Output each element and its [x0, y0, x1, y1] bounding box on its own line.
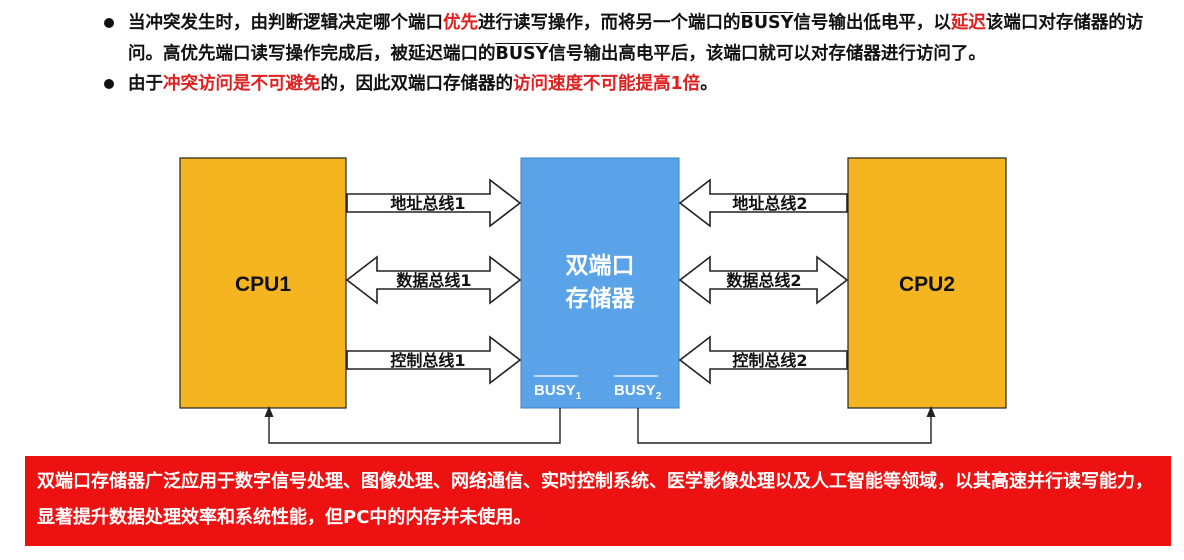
address-bus1-arrow: [346, 178, 522, 228]
busy2-text: BUSY: [614, 382, 656, 399]
bullet-highlight: 访问速度不可能提高1倍: [513, 74, 701, 94]
data-bus2-arrow: [678, 255, 849, 305]
data-bus2-label: 数据总线2: [726, 271, 801, 290]
busy2-subscript: 2: [656, 391, 662, 402]
control-bus1-label: 控制总线1: [390, 351, 465, 370]
busy1-feedback-line: [268, 408, 561, 444]
dual-port-memory-diagram: CPU1 双端口 存储器 CPU2 地址总线1 数据总线1 控制总线1 地址总线…: [179, 157, 1007, 444]
memory-box: [520, 157, 680, 409]
memory-label-line2: 存储器: [566, 285, 636, 312]
control-bus2-arrow: [678, 335, 848, 385]
data-bus1-arrow: [345, 255, 522, 305]
bullet-highlight: 冲突访问是不可避免: [163, 74, 321, 94]
data-bus1-label: 数据总线1: [396, 271, 471, 290]
summary-banner: 双端口存储器广泛应用于数字信号处理、图像处理、网络通信、实时控制系统、医学影像处…: [25, 456, 1171, 546]
bullet-item-1: 当冲突发生时，由判断逻辑决定哪个端口优先进行读写操作，而将另一个端口的BUSY信…: [100, 8, 1160, 69]
bullet-text: 当冲突发生时，由判断逻辑决定哪个端口: [128, 13, 443, 33]
bullet-text: 由于: [128, 74, 163, 94]
bullet-text: 信号输出低电平，以: [793, 13, 951, 33]
cpu2-label: CPU2: [899, 273, 955, 296]
busy-signal-text: BUSY: [495, 43, 549, 64]
cpu1-box: [179, 157, 347, 409]
busy1-text: BUSY: [534, 382, 576, 399]
bullet-text: 进行读写操作，而将另一个端口的: [478, 13, 741, 33]
bullet-highlight: 延迟: [950, 13, 986, 33]
summary-banner-text: 双端口存储器广泛应用于数字信号处理、图像处理、网络通信、实时控制系统、医学影像处…: [37, 471, 1153, 528]
memory-label-line1: 双端口: [566, 253, 635, 279]
bullet-list: 当冲突发生时，由判断逻辑决定哪个端口优先进行读写操作，而将另一个端口的BUSY信…: [100, 8, 1160, 100]
address-bus2-label: 地址总线2: [732, 194, 807, 213]
busy2-feedback-arrowhead: [926, 406, 936, 417]
cpu2-box: [847, 157, 1007, 409]
bullet-item-2: 由于冲突访问是不可避免的，因此双端口存储器的访问速度不可能提高1倍。: [100, 69, 1160, 100]
busy1-label: BUSY1: [534, 382, 582, 402]
cpu1-label: CPU1: [235, 273, 291, 296]
bullet-highlight: 优先: [443, 13, 478, 33]
busy-signal-text: BUSY: [740, 13, 794, 33]
busy2-label: BUSY2: [614, 382, 662, 402]
bullet-text: 信号输出高电平后，该端口就可以对存储器进行访问了。: [548, 43, 986, 64]
address-bus2-arrow: [678, 178, 848, 228]
busy1-feedback-arrowhead: [264, 406, 274, 417]
control-bus2-label: 控制总线2: [732, 351, 807, 370]
busy2-feedback-line: [637, 408, 932, 444]
busy1-subscript: 1: [576, 391, 582, 402]
bullet-text: 。: [700, 74, 718, 94]
address-bus1-label: 地址总线1: [390, 194, 465, 213]
control-bus1-arrow: [346, 335, 522, 385]
bullet-text: 的，因此双端口存储器的: [320, 74, 514, 94]
bullet-text: 该端口对存储器的访问。高优先端口读写操作完成后，被延迟端口的: [128, 13, 1144, 64]
